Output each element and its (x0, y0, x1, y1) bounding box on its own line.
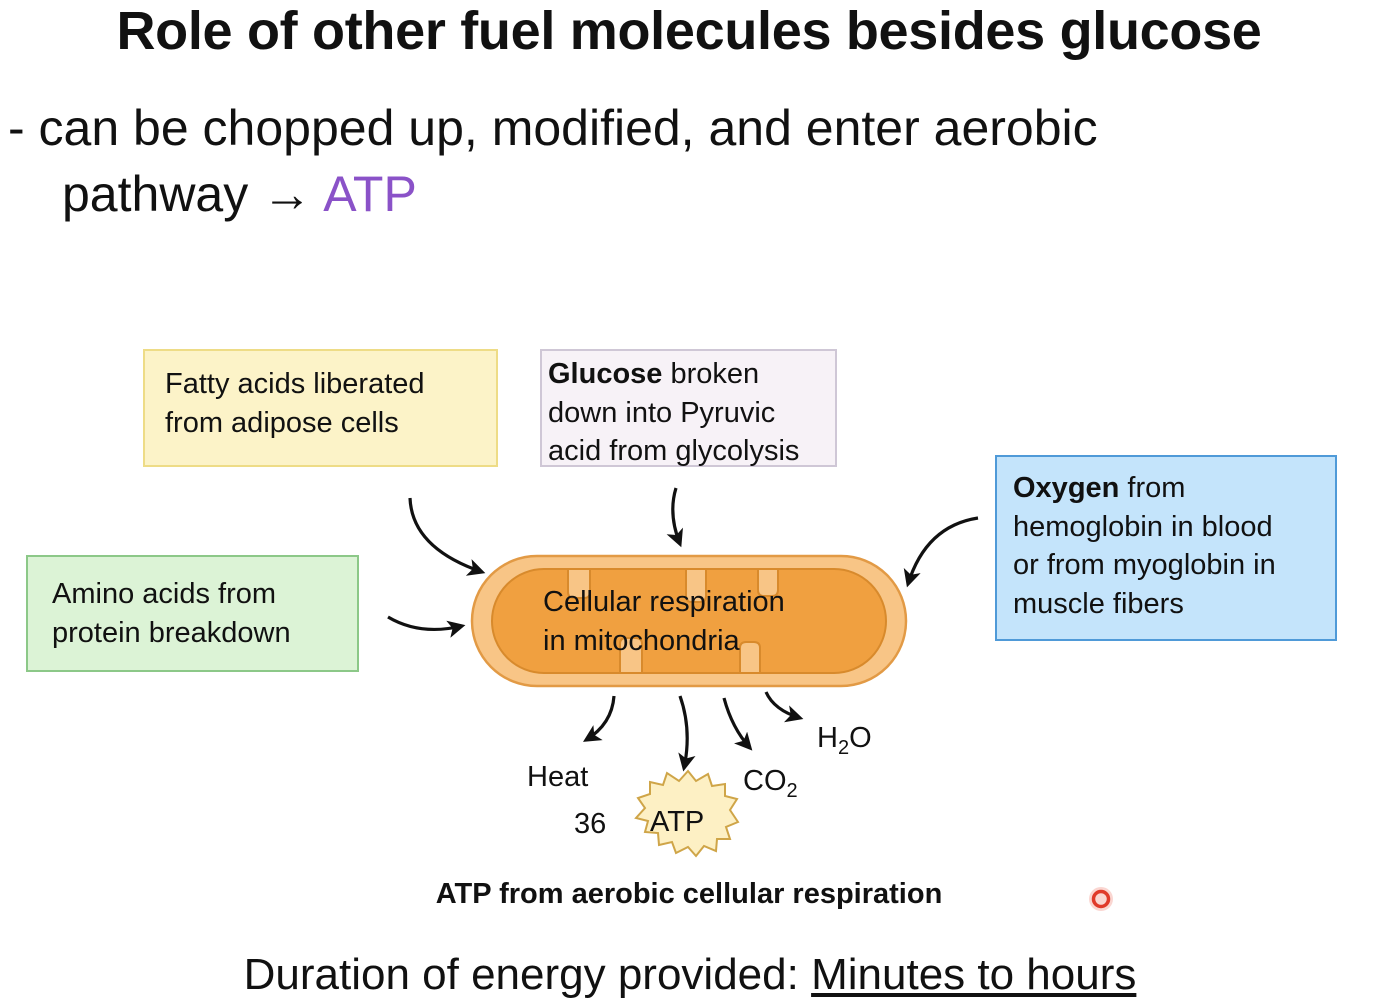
oxygen-line4: muscle fibers (1013, 587, 1184, 620)
fatty-acids-box: Fatty acids liberated from adipose cells (143, 349, 498, 467)
mitochondria-line1: Cellular respiration (543, 586, 785, 618)
diagram-caption: ATP from aerobic cellular respiration (435, 878, 943, 910)
arrow-oxygen (903, 516, 979, 588)
arrow-glucose (666, 487, 683, 548)
oxygen-line2: hemoglobin in blood (1013, 510, 1273, 543)
duration-value: Minutes to hours (811, 950, 1137, 999)
h2o-h: H (817, 722, 838, 754)
co2-subscript: 2 (786, 779, 798, 802)
amino-acids-line2: protein breakdown (52, 617, 291, 649)
duration-line: Duration of energy provided: Minutes to … (0, 948, 1378, 1002)
co2-label: CO2 (743, 764, 798, 808)
oxygen-line3: or from myoglobin in (1013, 549, 1276, 581)
atp-label: ATP (650, 806, 705, 838)
oxygen-line1: Oxygen from (1013, 469, 1319, 508)
bullet-line-2: pathway → ATP (62, 164, 417, 224)
arrow-h2o (764, 691, 804, 723)
duration-label: Duration of energy provided: (243, 950, 799, 999)
atp-count-label: 36 (574, 808, 607, 840)
arrow-amino-acids (387, 615, 466, 638)
h2o-o: O (849, 722, 872, 754)
arrow-heat (583, 695, 616, 742)
mitochondrion-icon (470, 554, 908, 688)
glucose-bold: Glucose (548, 358, 663, 390)
arrow-co2 (722, 697, 753, 751)
bullet-atp-accent: ATP (323, 166, 417, 222)
h2o-subscript: 2 (837, 736, 850, 759)
co2-base: CO (743, 765, 787, 797)
bullet-line-1: - can be chopped up, modified, and enter… (8, 100, 1098, 156)
fatty-acids-line2: from adipose cells (165, 407, 399, 439)
amino-acids-line1: Amino acids from (52, 578, 277, 610)
oxygen-line1-rest: from (1119, 472, 1186, 504)
glucose-box: Glucose broken down into Pyruvic acid fr… (540, 349, 837, 467)
glucose-line2: down into Pyruvic (548, 396, 776, 429)
arrow-atp (678, 695, 696, 772)
glucose-line1-rest: broken (662, 358, 760, 390)
oxygen-box: Oxygen from hemoglobin in blood or from … (995, 455, 1337, 641)
amino-acids-box: Amino acids from protein breakdown (26, 555, 359, 672)
mitochondria-label: Cellular respiration in mitochondria (543, 583, 785, 661)
bullet-pathway-text: pathway → (62, 166, 313, 222)
fatty-acids-line1: Fatty acids liberated (165, 368, 425, 400)
oxygen-bold: Oxygen (1013, 472, 1120, 504)
arrow-fatty-acids (408, 497, 486, 576)
heat-label: Heat (527, 761, 589, 793)
h2o-label: H2O (817, 721, 872, 765)
glucose-line1: Glucose broken (548, 355, 829, 394)
pointer-dot-icon (1089, 887, 1113, 911)
slide-title: Role of other fuel molecules besides glu… (116, 1, 1262, 61)
glucose-line3: acid from glycolysis (548, 435, 800, 467)
mitochondria-line2: in mitochondria (543, 625, 740, 657)
atp-burst-icon (634, 769, 740, 858)
